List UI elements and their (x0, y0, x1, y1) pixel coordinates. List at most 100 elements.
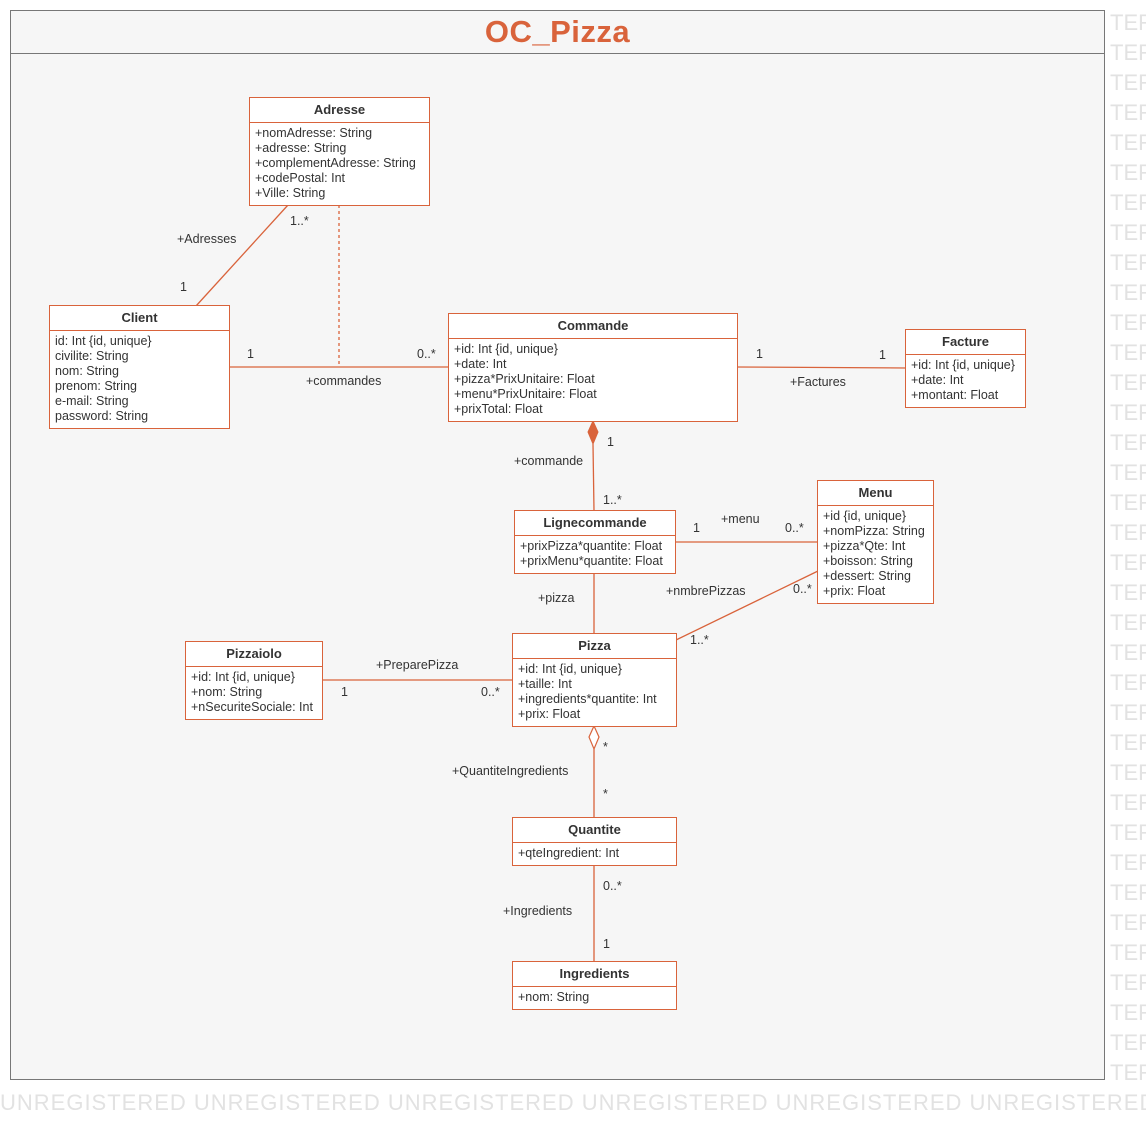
attribute: +menu*PrixUnitaire: Float (454, 387, 597, 401)
role-label: +nmbrePizzas (666, 584, 746, 598)
class-quantite[interactable]: Quantite +qteIngredient: Int (512, 817, 677, 866)
attribute: +nom: String (518, 990, 590, 1004)
watermark-fragment: TER (1110, 430, 1146, 455)
attribute: nom: String (55, 364, 119, 378)
class-commande[interactable]: Commande +id: Int {id, unique} +date: In… (448, 313, 738, 422)
class-pizzaiolo[interactable]: Pizzaiolo +id: Int {id, unique} +nom: St… (185, 641, 323, 720)
attribute: +adresse: String (255, 141, 347, 155)
multiplicity-label: 0..* (481, 685, 500, 699)
class-pizza[interactable]: Pizza +id: Int {id, unique} +taille: Int… (512, 633, 677, 727)
attribute: +prix: Float (518, 707, 581, 721)
role-label: +Adresses (177, 232, 237, 246)
watermark-fragment: TER (1110, 790, 1146, 815)
watermark-fragment: TER (1110, 700, 1146, 725)
watermark-fragment: TER (1110, 520, 1146, 545)
multiplicity-label: 0..* (793, 582, 812, 596)
class-name: Commande (449, 314, 737, 339)
class-name: Quantite (513, 818, 676, 843)
watermark-side: TER TER TER TER TER TER TER TER TER TER TER TER TER T… (1110, 8, 1146, 1088)
attribute: +prixMenu*quantite: Float (520, 554, 663, 568)
watermark-fragment: TER (1110, 850, 1146, 875)
diagram-title-bar: OC_Pizza (11, 11, 1104, 54)
watermark-fragment: TER (1110, 400, 1146, 425)
attribute: +nom: String (191, 685, 263, 699)
watermark-fragment: TER (1110, 1030, 1146, 1055)
attribute: +nSecuriteSociale: Int (191, 700, 313, 714)
multiplicity-label: 1..* (690, 633, 709, 647)
class-menu[interactable]: Menu +id {id, unique} +nomPizza: String … (817, 480, 934, 604)
watermark-fragment: TER (1110, 760, 1146, 785)
multiplicity-label: 1..* (290, 214, 309, 228)
line-client-adresse (195, 204, 289, 307)
attribute: +complementAdresse: String (255, 156, 416, 170)
role-label: +commande (514, 454, 584, 468)
multiplicity-label: 1 (607, 435, 614, 449)
attribute: +prixTotal: Float (454, 402, 543, 416)
multiplicity-label: 1 (879, 348, 886, 362)
watermark-fragment: TER (1110, 880, 1146, 905)
attribute: +id: Int {id, unique} (518, 662, 622, 676)
class-client[interactable]: Client id: Int {id, unique} civilite: St… (49, 305, 230, 429)
class-adresse[interactable]: Adresse +nomAdresse: String +adresse: St… (249, 97, 430, 206)
diagram-title: OC_Pizza (484, 14, 631, 49)
watermark-fragment: TER (1110, 220, 1146, 245)
class-name: Menu (818, 481, 933, 506)
attribute: +nomAdresse: String (255, 126, 373, 140)
class-name: Pizzaiolo (186, 642, 322, 667)
attribute: +id {id, unique} (823, 509, 907, 523)
attribute-list: +id: Int {id, unique} +date: Int +montan… (906, 355, 1025, 407)
attribute: +nomPizza: String (823, 524, 925, 538)
attribute: +codePostal: Int (255, 171, 345, 185)
attribute: +id: Int {id, unique} (191, 670, 295, 684)
attribute: +boisson: String (823, 554, 913, 568)
multiplicity-label: 1 (693, 521, 700, 535)
multiplicity-label: * (603, 740, 608, 754)
watermark-fragment: TER (1110, 580, 1146, 605)
watermark-fragment: TER (1110, 490, 1146, 515)
class-name: Ingredients (513, 962, 676, 987)
watermark-fragment: TER (1110, 550, 1146, 575)
attribute: +pizza*PrixUnitaire: Float (454, 372, 595, 386)
attribute: +dessert: String (823, 569, 911, 583)
role-label: +PreparePizza (376, 658, 459, 672)
watermark-fragment: TER (1110, 70, 1146, 95)
attribute-list: +id: Int {id, unique} +nom: String +nSec… (186, 667, 322, 719)
attribute: password: String (55, 409, 149, 423)
class-name: Facture (906, 330, 1025, 355)
watermark: UNREGISTERED UNREGISTERED UNREGISTERED U… (0, 1090, 1146, 1115)
attribute-list: id: Int {id, unique} civilite: String no… (50, 331, 229, 428)
line-menu-pizza (675, 570, 819, 641)
class-ingredients[interactable]: Ingredients +nom: String (512, 961, 677, 1010)
attribute-list: +qteIngredient: Int (513, 843, 676, 865)
watermark-fragment: TER (1110, 910, 1146, 935)
attribute-list: +nomAdresse: String +adresse: String +co… (250, 123, 429, 205)
attribute: e-mail: String (55, 394, 129, 408)
class-name: Pizza (513, 634, 676, 659)
watermark-fragment: TER (1110, 190, 1146, 215)
multiplicity-label: 0..* (417, 347, 436, 361)
attribute-list: +nom: String (513, 987, 676, 1009)
multiplicity-label: 1 (603, 937, 610, 951)
composition-diamond (587, 419, 599, 446)
attribute: +date: Int (454, 357, 507, 371)
attribute-list: +id: Int {id, unique} +date: Int +pizza*… (449, 339, 737, 421)
attribute: +ingredients*quantite: Int (518, 692, 657, 706)
multiplicity-label: 0..* (603, 879, 622, 893)
watermark-fragment: TER (1110, 10, 1146, 35)
multiplicity-label: 1..* (603, 493, 622, 507)
watermark-fragment: TER (1110, 610, 1146, 635)
multiplicity-label: 0..* (785, 521, 804, 535)
class-name: Client (50, 306, 229, 331)
watermark-fragment: TER (1110, 820, 1146, 845)
attribute: +date: Int (911, 373, 964, 387)
attribute: +prix: Float (823, 584, 886, 598)
class-facture[interactable]: Facture +id: Int {id, unique} +date: Int… (905, 329, 1026, 408)
role-label: +Factures (790, 375, 846, 389)
attribute-list: +prixPizza*quantite: Float +prixMenu*qua… (515, 536, 675, 573)
class-lignecommande[interactable]: Lignecommande +prixPizza*quantite: Float… (514, 510, 676, 574)
watermark-fragment: TER (1110, 730, 1146, 755)
watermark-fragment: TER (1110, 1060, 1146, 1085)
attribute: prenom: String (55, 379, 137, 393)
attribute: +prixPizza*quantite: Float (520, 539, 663, 553)
